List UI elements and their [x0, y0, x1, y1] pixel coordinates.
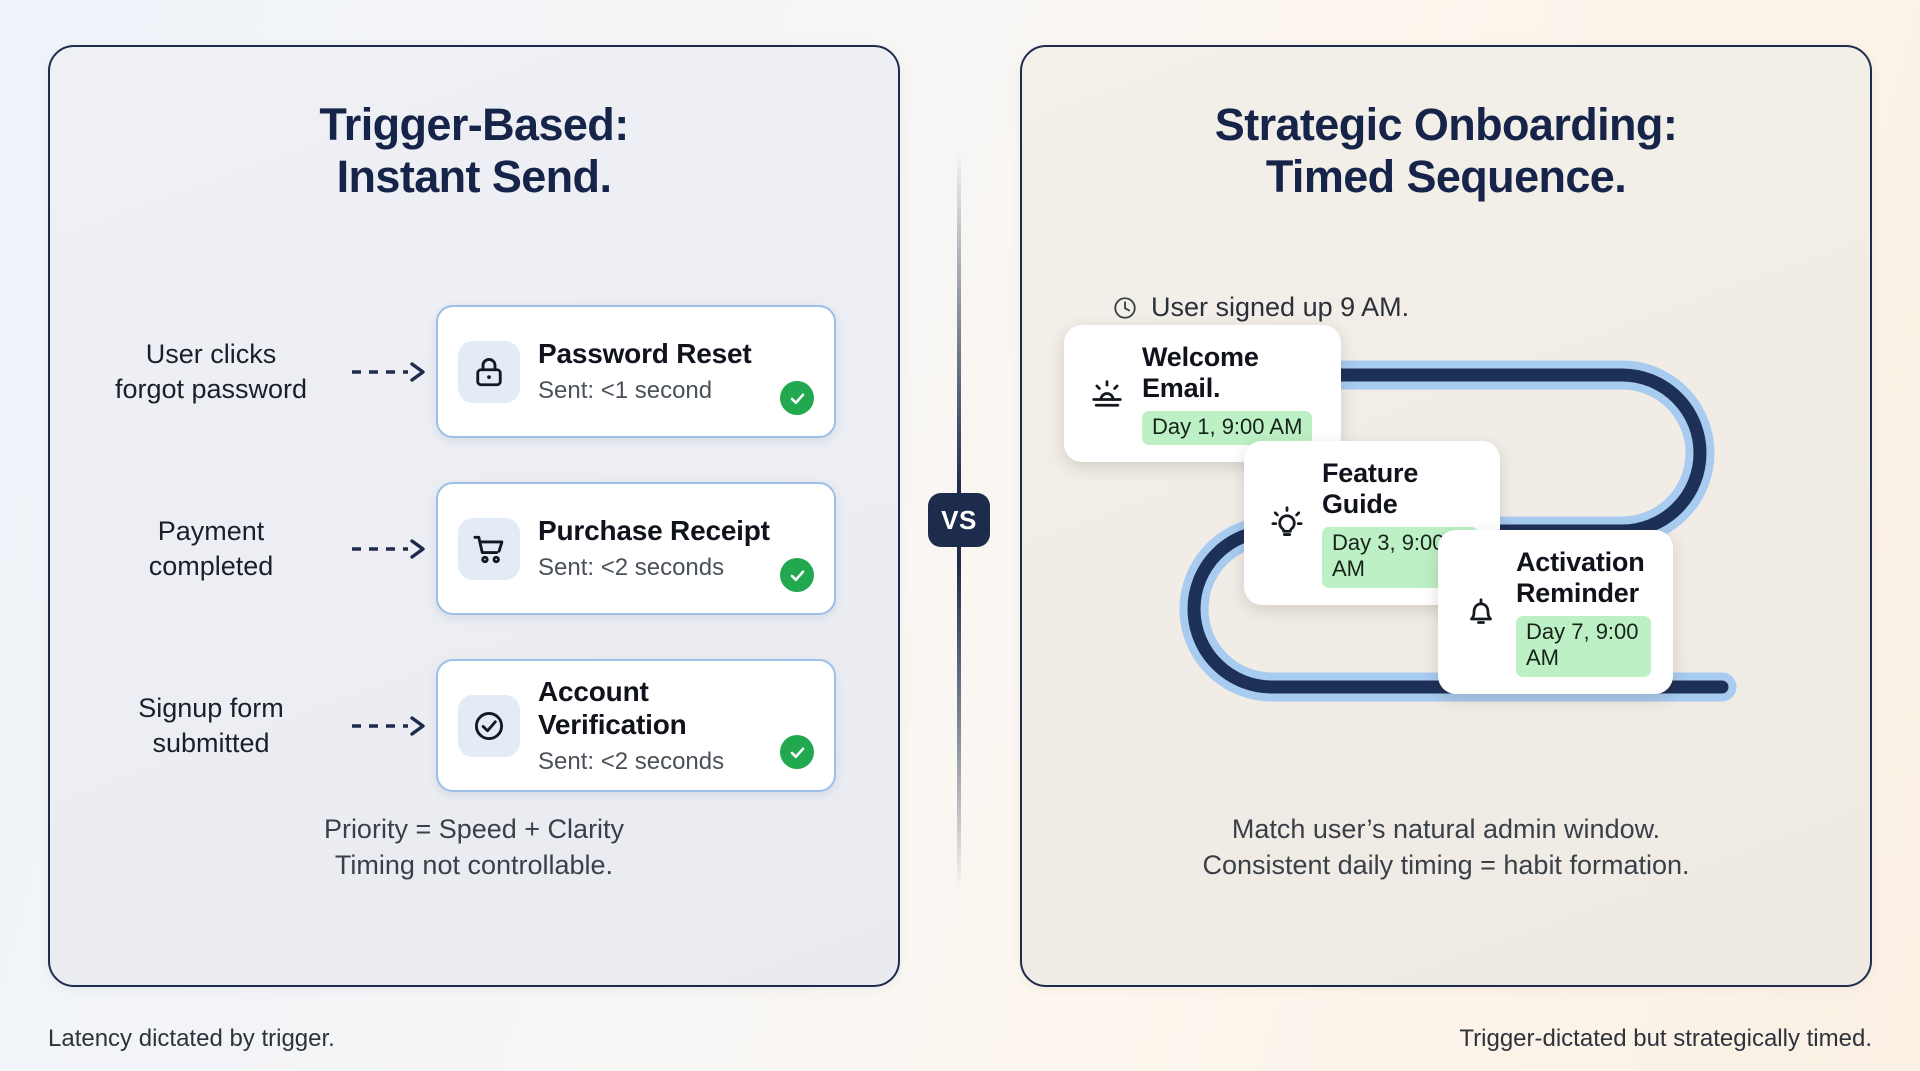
shopping-cart-icon — [458, 517, 520, 580]
timeline-step-texts: Activation Reminder Day 7, 9:00 AM — [1516, 547, 1651, 677]
timeline-step-title-line2: Reminder — [1516, 577, 1639, 608]
check-circle-outline-icon — [458, 694, 520, 757]
trigger-row: Signup form submitted — [50, 637, 898, 814]
right-panel-strategic-onboarding: Strategic Onboarding: Timed Sequence. Us… — [1020, 45, 1872, 987]
left-panel-trigger-based: Trigger-Based: Instant Send. User clicks… — [48, 45, 900, 987]
email-card-status: Sent: <1 second — [538, 376, 713, 404]
timeline-step-card[interactable]: Welcome Email. Day 1, 9:00 AM — [1064, 325, 1341, 463]
email-card-texts: Purchase Receipt Sent: <2 seconds — [538, 514, 772, 582]
trigger-label-line1: Signup form — [138, 692, 284, 723]
trigger-rows: User clicks forgot password — [50, 283, 898, 814]
dashed-arrow-icon — [350, 713, 432, 739]
timeline-step-title: Feature Guide — [1322, 458, 1419, 519]
timeline-step-badge: Day 7, 9:00 AM — [1516, 616, 1651, 677]
left-caption: Latency dictated by trigger. — [48, 1025, 335, 1052]
timeline-step-card[interactable]: Activation Reminder Day 7, 9:00 AM — [1438, 530, 1673, 694]
email-card-title: Password Reset — [538, 338, 752, 370]
right-panel-title-line1: Strategic Onboarding: — [1214, 99, 1678, 150]
timeline-step-title: Welcome Email. — [1142, 342, 1259, 403]
timeline-step-texts: Welcome Email. Day 1, 9:00 AM — [1142, 342, 1319, 446]
trigger-label-line2: forgot password — [114, 373, 308, 404]
email-card-title: Purchase Receipt — [538, 515, 770, 547]
email-card-texts: Account Verification Sent: <2 seconds — [538, 675, 772, 777]
right-footer-line2: Consistent daily timing = habit formatio… — [1202, 849, 1690, 880]
lock-icon — [458, 340, 520, 403]
lightbulb-icon — [1266, 504, 1308, 542]
bell-icon — [1460, 593, 1502, 631]
trigger-label-line1: User clicks — [145, 338, 277, 369]
trigger-label: Signup form submitted — [50, 691, 350, 760]
left-footer-line1: Priority = Speed + Clarity — [323, 814, 625, 844]
trigger-row: Payment completed — [50, 460, 898, 637]
clock-icon — [1112, 295, 1138, 321]
signup-time-text: User signed up 9 AM. — [1151, 292, 1410, 322]
email-card-status: Sent: <2 seconds — [538, 747, 725, 775]
timeline-step-title-line1: Activation — [1516, 547, 1645, 577]
check-circle-icon — [780, 381, 814, 415]
left-panel-title-line2: Instant Send. — [336, 151, 612, 203]
signup-time-note: User signed up 9 AM. — [1112, 292, 1409, 323]
right-caption: Trigger-dictated but strategically timed… — [1459, 1025, 1872, 1052]
sunrise-icon — [1086, 375, 1128, 413]
trigger-label: User clicks forgot password — [50, 337, 350, 406]
vs-badge: VS — [928, 493, 990, 547]
email-card-texts: Password Reset Sent: <1 second — [538, 337, 772, 405]
left-panel-title-line1: Trigger-Based: — [319, 99, 629, 150]
right-panel-title: Strategic Onboarding: Timed Sequence. — [1022, 47, 1870, 203]
email-card[interactable]: Password Reset Sent: <1 second — [436, 305, 836, 438]
right-panel-title-line2: Timed Sequence. — [1265, 151, 1627, 203]
right-footer-line1: Match user’s natural admin window. — [1231, 814, 1661, 844]
email-card-title: Account Verification — [538, 675, 687, 741]
trigger-label-line2: completed — [148, 550, 274, 581]
check-circle-icon — [780, 558, 814, 592]
left-footer-line2: Timing not controllable. — [334, 849, 614, 880]
trigger-label-line2: submitted — [152, 727, 270, 758]
dashed-arrow-icon — [350, 536, 432, 562]
email-card-status: Sent: <2 seconds — [538, 553, 725, 581]
right-panel-footer: Match user’s natural admin window. Consi… — [1022, 812, 1870, 883]
email-card[interactable]: Account Verification Sent: <2 seconds — [436, 659, 836, 792]
email-card[interactable]: Purchase Receipt Sent: <2 seconds — [436, 482, 836, 615]
dashed-arrow-icon — [350, 359, 432, 385]
left-panel-footer: Priority = Speed + Clarity Timing not co… — [50, 812, 898, 883]
vs-divider: VS — [928, 150, 990, 890]
trigger-row: User clicks forgot password — [50, 283, 898, 460]
check-circle-icon — [780, 735, 814, 769]
trigger-label: Payment completed — [50, 514, 350, 583]
left-panel-title: Trigger-Based: Instant Send. — [50, 47, 898, 203]
trigger-label-line1: Payment — [157, 515, 265, 546]
timeline-step-badge: Day 1, 9:00 AM — [1142, 411, 1313, 446]
